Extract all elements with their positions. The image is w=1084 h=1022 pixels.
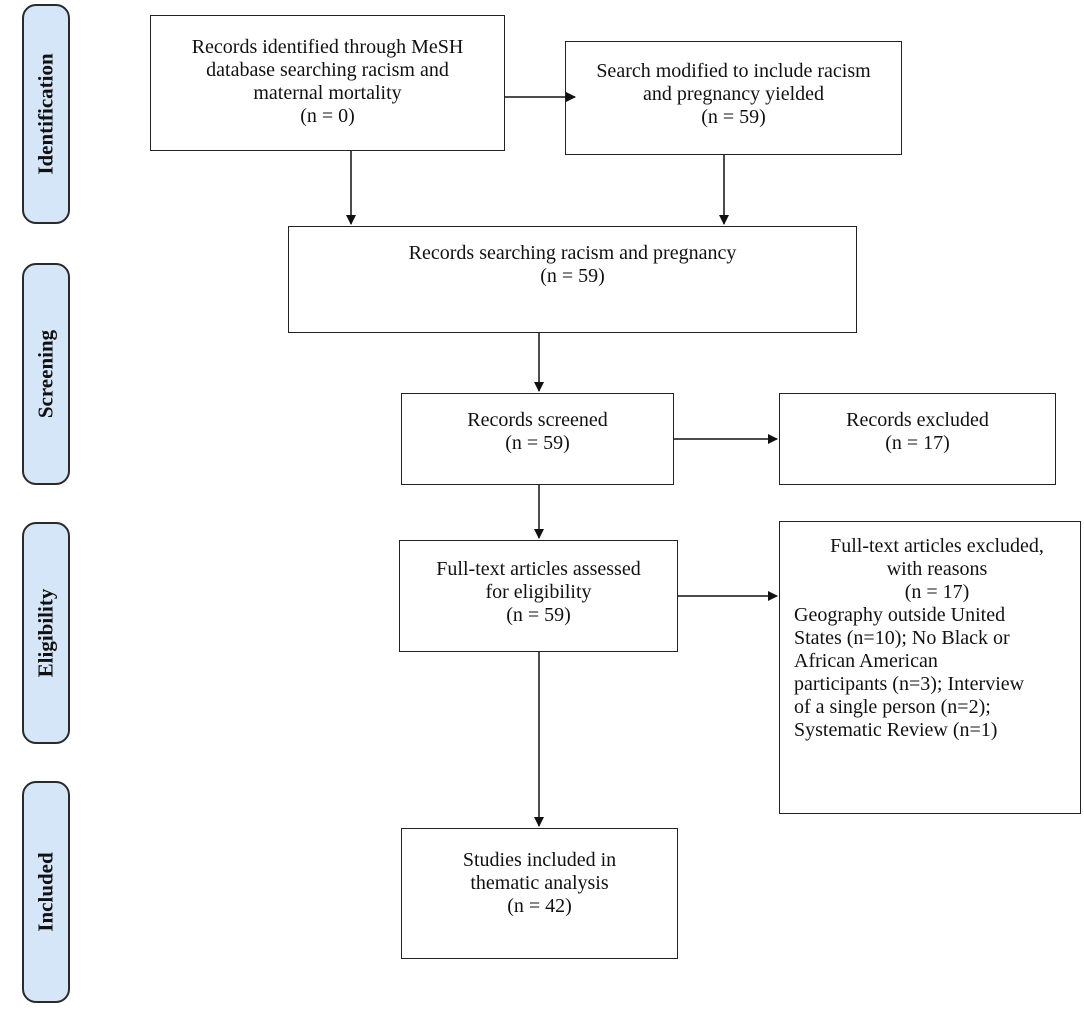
mesh-search-line-2: database searching racism and xyxy=(206,59,449,81)
stage-screening: Screening xyxy=(22,263,70,485)
box-full-text-excluded: Full-text articles excluded, with reason… xyxy=(779,521,1081,814)
full-text-excluded-reason-6: Systematic Review (n=1) xyxy=(794,719,998,741)
full-text-excluded-header-2: with reasons xyxy=(886,558,988,580)
full-text-excluded-reason-2: States (n=10); No Black or xyxy=(794,627,1010,649)
studies-included-line-1: Studies included in xyxy=(462,849,617,871)
stage-identification: Identification xyxy=(22,4,70,224)
box-modified-search: Search modified to include racism and pr… xyxy=(565,41,902,155)
full-text-assessed-count: (n = 59) xyxy=(506,604,571,626)
modified-search-line-1: Search modified to include racism xyxy=(596,60,871,82)
modified-search-line-2: and pregnancy yielded xyxy=(642,83,825,105)
records-excluded-count: (n = 17) xyxy=(885,432,950,454)
full-text-excluded-reason-3: African American xyxy=(794,650,938,672)
mesh-search-count: (n = 0) xyxy=(300,105,355,127)
records-searching-line-1: Records searching racism and pregnancy xyxy=(408,242,737,264)
full-text-excluded-reason-5: of a single person (n=2); xyxy=(794,696,991,718)
stage-eligibility: Eligibility xyxy=(22,522,70,744)
full-text-excluded-header-1: Full-text articles excluded, xyxy=(830,535,1044,557)
full-text-assessed-line-1: Full-text articles assessed xyxy=(436,558,641,580)
records-searching-count: (n = 59) xyxy=(540,265,605,287)
modified-search-count: (n = 59) xyxy=(701,106,766,128)
records-screened-count: (n = 59) xyxy=(505,432,570,454)
box-mesh-search: Records identified through MeSH database… xyxy=(150,15,505,151)
records-screened-line-1: Records screened xyxy=(467,409,608,431)
records-excluded-line-1: Records excluded xyxy=(846,409,989,431)
stage-included: Included xyxy=(22,781,70,1003)
mesh-search-line-3: maternal mortality xyxy=(253,82,402,104)
studies-included-line-2: thematic analysis xyxy=(470,872,609,894)
full-text-assessed-line-2: for eligibility xyxy=(485,581,592,603)
full-text-excluded-reason-4: participants (n=3); Interview xyxy=(794,673,1025,695)
mesh-search-line-1: Records identified through MeSH xyxy=(191,36,464,58)
box-records-screened: Records screened (n = 59) xyxy=(401,393,674,485)
studies-included-count: (n = 42) xyxy=(507,895,572,917)
box-records-searching: Records searching racism and pregnancy (… xyxy=(288,226,857,333)
box-full-text-assessed: Full-text articles assessed for eligibil… xyxy=(399,540,678,652)
box-records-excluded: Records excluded (n = 17) xyxy=(779,393,1056,485)
full-text-excluded-reason-1: Geography outside United xyxy=(794,604,1006,626)
box-studies-included: Studies included in thematic analysis (n… xyxy=(401,828,678,959)
full-text-excluded-count: (n = 17) xyxy=(904,581,970,603)
